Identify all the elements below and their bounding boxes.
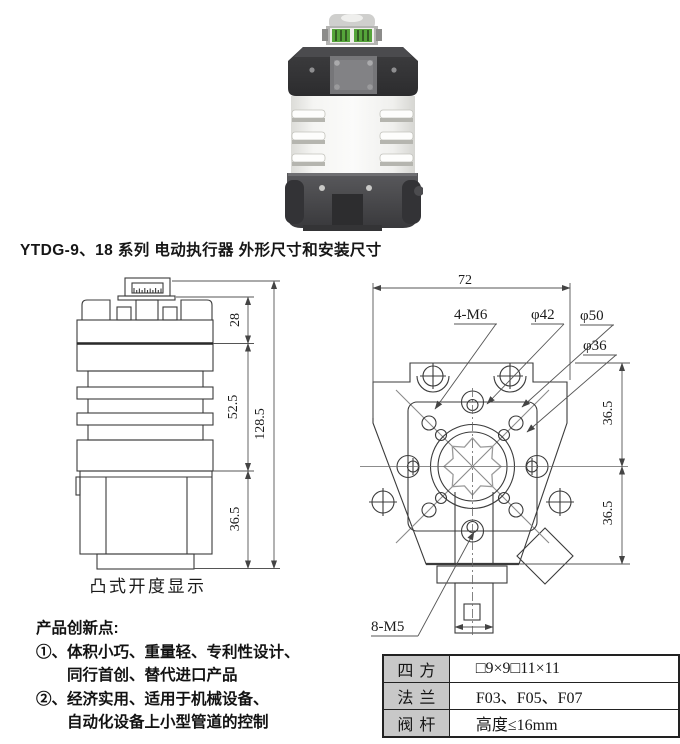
actuator-body [291, 96, 415, 173]
label-bcd-36: φ36 [583, 338, 607, 354]
label-corner-holes: 4-M6 [454, 307, 488, 323]
innovation-item-2-cont: 自动化设备上小型管道的控制 [67, 714, 269, 731]
front-view-outline [75, 277, 214, 570]
front-view-drawing: 28 52.5 36.5 128.5 凸式开度显示 [75, 277, 280, 596]
innovation-item-2: ②、经济实用、适用于机械设备、 [36, 688, 300, 712]
actuator-base [285, 173, 423, 231]
dim-total-height: 128.5 [253, 408, 268, 440]
centerlines [360, 388, 628, 636]
front-view-caption: 凸式开度显示 [90, 577, 207, 596]
label-bcd-50: φ50 [580, 308, 604, 324]
leader-lines [371, 323, 617, 637]
spec-label: 阀杆 [382, 709, 450, 738]
table-row: 阀杆 高度≤16mm [382, 709, 680, 738]
product-photo [285, 14, 423, 231]
spec-label: 法兰 [382, 682, 450, 710]
innovation-item-1-cont: 同行首创、替代进口产品 [67, 667, 238, 684]
spec-value: 高度≤16mm [448, 709, 680, 738]
dim-cap-height: 28 [228, 313, 243, 327]
page-title: YTDG-9、18 系列 电动执行器 外形尺寸和安装尺寸 [20, 242, 382, 259]
dim-body-height: 52.5 [226, 395, 241, 420]
table-row: 四方 □9×9□11×11 [382, 654, 680, 683]
position-indicator [322, 14, 382, 45]
table-row: 法兰 F03、F05、F07 [382, 682, 680, 710]
mounting-bosses [369, 363, 574, 516]
spec-value: □9×9□11×11 [448, 654, 680, 683]
dimension-lines [172, 280, 280, 570]
label-small-holes: 8-M5 [371, 619, 404, 635]
bottom-view-drawing: 72 36.5 36.5 4-M6 φ42 φ50 φ36 8-M5 [360, 273, 630, 637]
innovation-notes: 产品创新点: ①、体积小巧、重量轻、专利性设计、 同行首创、替代进口产品 ②、经… [36, 617, 300, 735]
item-number: ②、 [36, 690, 68, 708]
spec-table: 四方 □9×9□11×11 法兰 F03、F05、F07 阀杆 高度≤16mm [382, 654, 680, 738]
item-text: 体积小巧、重量轻、专利性设计、 [67, 643, 300, 661]
item-text: 经济实用、适用于机械设备、 [67, 690, 269, 708]
dim-base-height: 36.5 [228, 507, 243, 532]
actuator-top-cap [288, 47, 418, 96]
innovation-heading: 产品创新点: [36, 620, 119, 637]
dim-overall-width: 72 [458, 273, 472, 288]
item-number: ①、 [36, 643, 68, 661]
dim-upper-half: 36.5 [601, 401, 616, 426]
spec-label: 四方 [382, 654, 450, 683]
label-bcd-42: φ42 [531, 307, 555, 323]
dimension-lines [372, 283, 630, 631]
dim-lower-half: 36.5 [601, 501, 616, 526]
spec-value: F03、F05、F07 [448, 682, 680, 710]
innovation-item-1: ①、体积小巧、重量轻、专利性设计、 [36, 641, 300, 665]
